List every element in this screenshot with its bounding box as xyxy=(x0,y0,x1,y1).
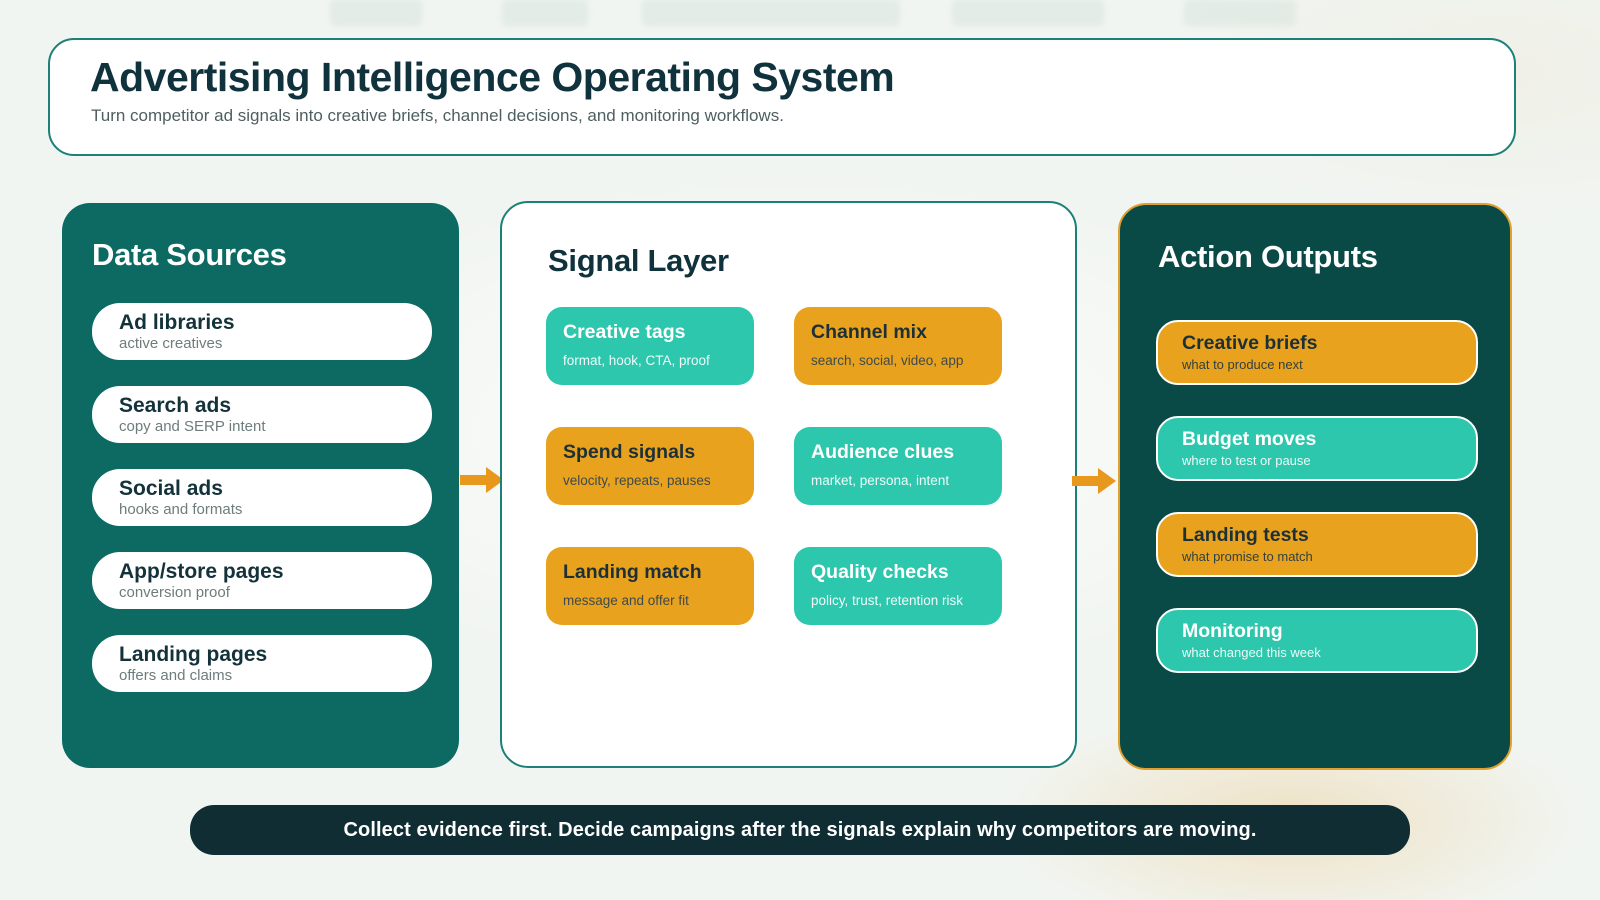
signal-card-spend-signals: Spend signals velocity, repeats, pauses xyxy=(546,427,754,505)
card-title: Budget moves xyxy=(1182,428,1317,450)
action-outputs-heading: Action Outputs xyxy=(1158,239,1378,274)
signal-layer-heading: Signal Layer xyxy=(548,243,729,278)
page-title: Advertising Intelligence Operating Syste… xyxy=(90,54,895,100)
card-title: Creative tags xyxy=(563,321,686,343)
item-desc: conversion proof xyxy=(119,584,230,601)
item-title: Social ads xyxy=(119,477,223,500)
item-title: App/store pages xyxy=(119,560,284,583)
page-subtitle: Turn competitor ad signals into creative… xyxy=(91,106,784,125)
background-tint-block xyxy=(502,0,588,26)
data-source-item-search-ads: Search ads copy and SERP intent xyxy=(92,386,432,443)
item-desc: active creatives xyxy=(119,335,223,352)
data-source-item-social-ads: Social ads hooks and formats xyxy=(92,469,432,526)
arrow-right-icon xyxy=(460,467,504,493)
data-source-item-ad-libraries: Ad libraries active creatives xyxy=(92,303,432,360)
card-title: Creative briefs xyxy=(1182,332,1318,354)
item-desc: offers and claims xyxy=(119,667,233,684)
card-desc: message and offer fit xyxy=(563,593,689,608)
panel-action-outputs: Action Outputs Creative briefs what to p… xyxy=(1118,203,1512,770)
arrow-right-icon xyxy=(1072,468,1116,494)
output-card-landing-tests: Landing tests what promise to match xyxy=(1156,512,1478,577)
item-title: Ad libraries xyxy=(119,311,235,334)
item-title: Landing pages xyxy=(119,643,268,666)
arrow-head xyxy=(1098,468,1116,494)
signal-card-landing-match: Landing match message and offer fit xyxy=(546,547,754,625)
card-desc: where to test or pause xyxy=(1182,453,1311,468)
background-tint-block xyxy=(330,0,422,26)
data-source-item-landing-pages: Landing pages offers and claims xyxy=(92,635,432,692)
card-desc: policy, trust, retention risk xyxy=(811,593,964,608)
output-card-monitoring: Monitoring what changed this week xyxy=(1156,608,1478,673)
background-tint-block xyxy=(952,0,1104,26)
card-desc: velocity, repeats, pauses xyxy=(563,473,711,488)
output-card-creative-briefs: Creative briefs what to produce next xyxy=(1156,320,1478,385)
signal-card-audience-clues: Audience clues market, persona, intent xyxy=(794,427,1002,505)
card-title: Quality checks xyxy=(811,561,949,583)
data-source-item-app-store-pages: App/store pages conversion proof xyxy=(92,552,432,609)
footer-message: Collect evidence first. Decide campaigns… xyxy=(343,818,1257,841)
data-sources-heading: Data Sources xyxy=(92,237,287,272)
card-desc: what promise to match xyxy=(1182,549,1313,564)
arrow-shaft xyxy=(1072,476,1100,486)
card-title: Landing tests xyxy=(1182,524,1309,546)
item-desc: copy and SERP intent xyxy=(119,418,266,435)
signal-card-creative-tags: Creative tags format, hook, CTA, proof xyxy=(546,307,754,385)
card-title: Monitoring xyxy=(1182,620,1283,642)
card-title: Channel mix xyxy=(811,321,927,343)
panel-data-sources: Data Sources Ad libraries active creativ… xyxy=(62,203,459,768)
background-tint-block xyxy=(1184,0,1296,26)
panel-signal-layer: Signal Layer Creative tags format, hook,… xyxy=(500,201,1077,768)
card-title: Landing match xyxy=(563,561,702,583)
card-title: Spend signals xyxy=(563,441,696,463)
card-desc: what to produce next xyxy=(1182,357,1303,372)
background-tint-block xyxy=(642,0,900,26)
footer-banner: Collect evidence first. Decide campaigns… xyxy=(190,805,1410,855)
card-desc: search, social, video, app xyxy=(811,353,964,368)
arrow-head xyxy=(486,467,504,493)
output-card-budget-moves: Budget moves where to test or pause xyxy=(1156,416,1478,481)
item-title: Search ads xyxy=(119,394,232,417)
signal-card-channel-mix: Channel mix search, social, video, app xyxy=(794,307,1002,385)
card-desc: what changed this week xyxy=(1182,645,1321,660)
arrow-shaft xyxy=(460,475,488,485)
card-title: Audience clues xyxy=(811,441,955,463)
card-desc: market, persona, intent xyxy=(811,473,950,488)
card-desc: format, hook, CTA, proof xyxy=(563,353,710,368)
header-card: Advertising Intelligence Operating Syste… xyxy=(48,38,1516,156)
item-desc: hooks and formats xyxy=(119,501,243,518)
signal-card-quality-checks: Quality checks policy, trust, retention … xyxy=(794,547,1002,625)
